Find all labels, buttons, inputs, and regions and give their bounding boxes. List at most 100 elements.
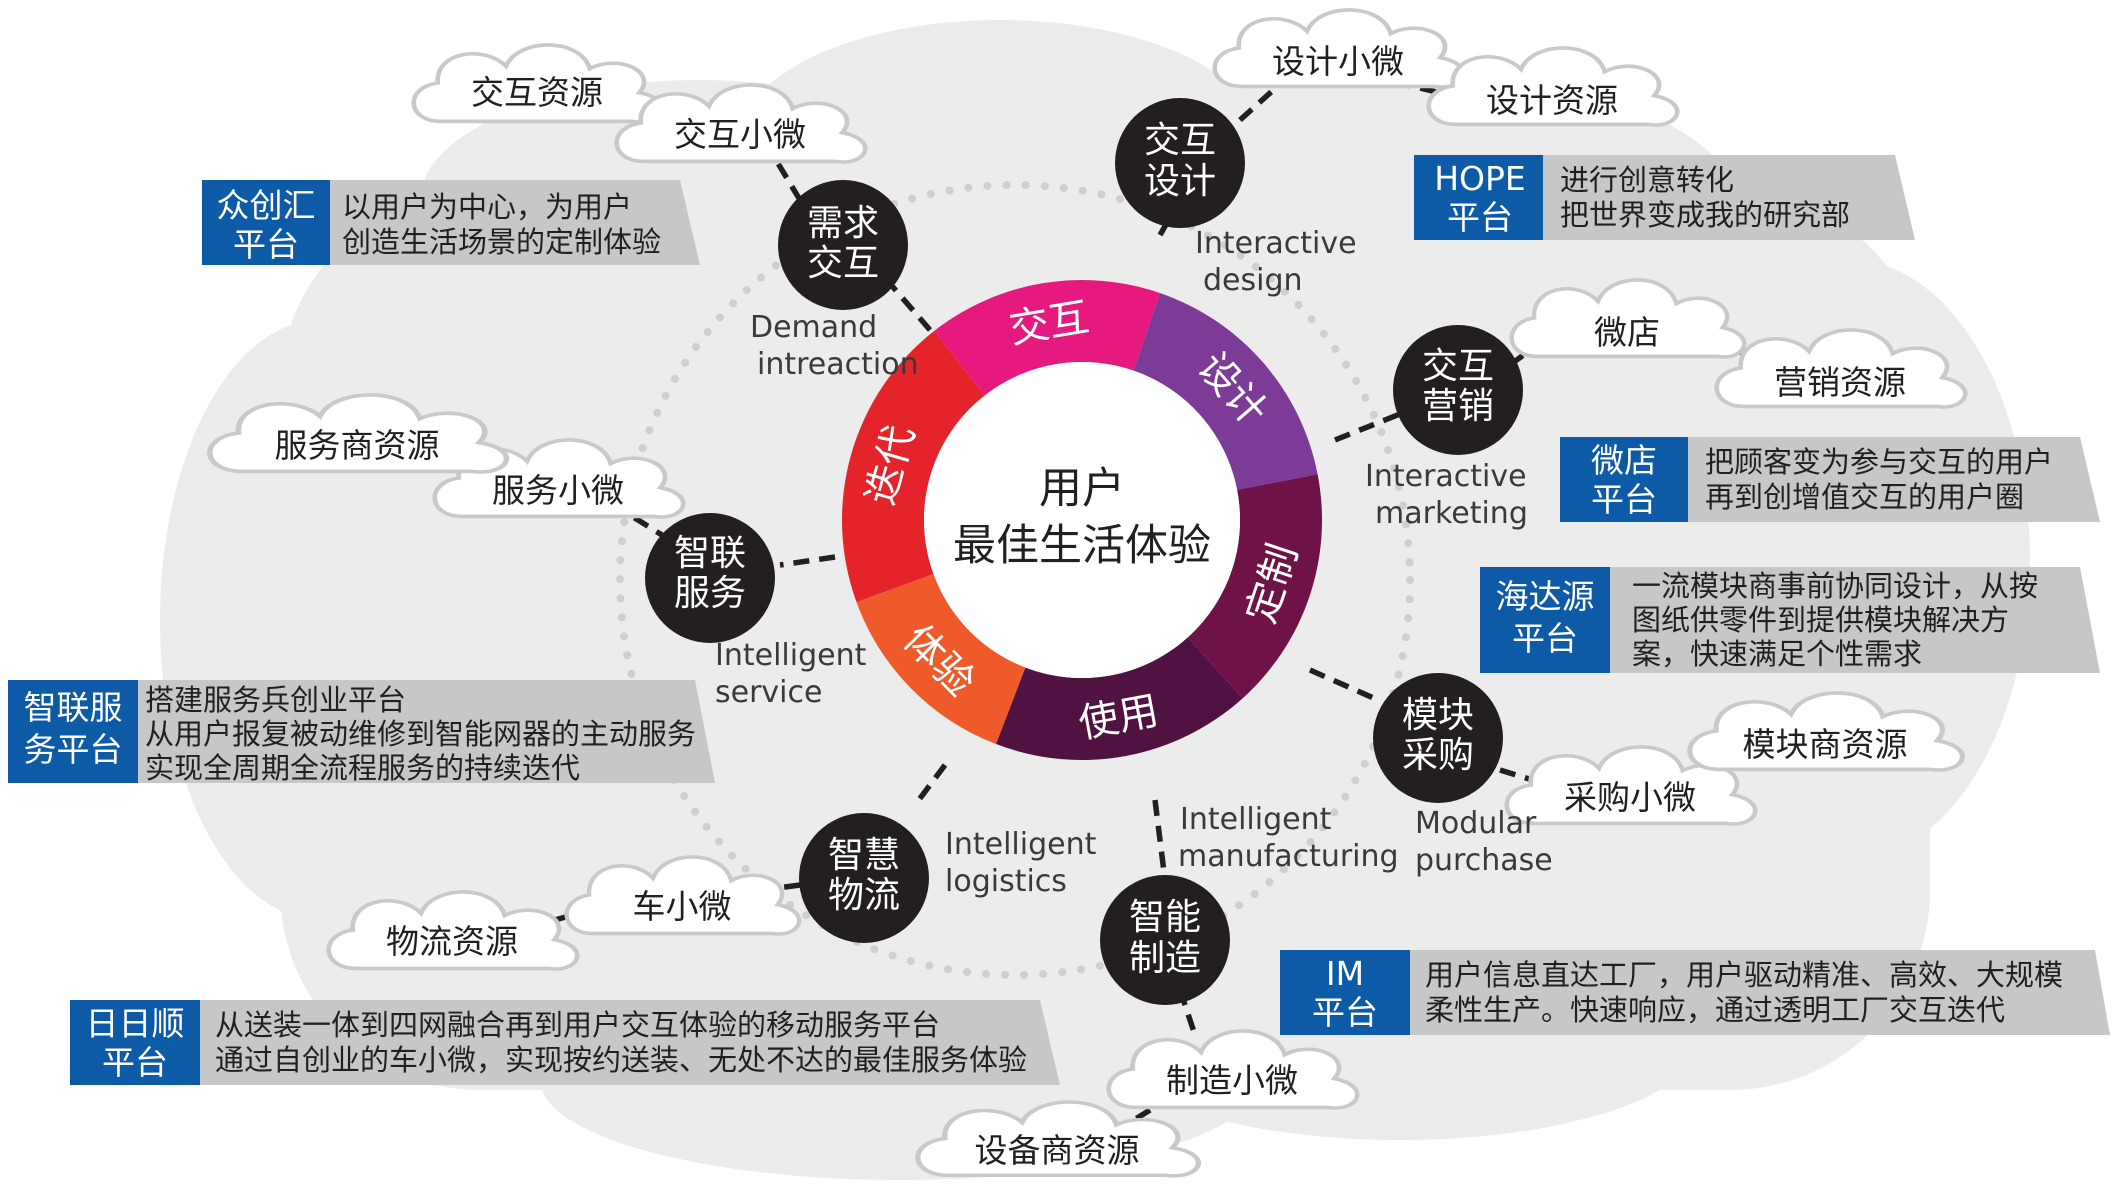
svg-text:设计小微: 设计小微 [1272, 42, 1404, 81]
svg-text:平台: 平台 [1512, 619, 1578, 658]
svg-text:智联服: 智联服 [24, 688, 123, 727]
center-title-line1: 用户 [1039, 464, 1125, 514]
svg-text:模块: 模块 [1402, 695, 1474, 736]
center-disc [924, 362, 1240, 678]
svg-text:务平台: 务平台 [24, 730, 123, 769]
svg-text:案，快速满足个性需求: 案，快速满足个性需求 [1632, 637, 1922, 671]
svg-text:物流资源: 物流资源 [386, 922, 518, 961]
platform-im: IM 平台 用户信息直达工厂，用户驱动精准、高效、大规模 柔性生产。快速响应，通… [1280, 950, 2110, 1035]
svg-text:采购: 采购 [1402, 735, 1474, 776]
svg-text:海达源: 海达源 [1496, 577, 1595, 616]
svg-text:日日顺: 日日顺 [86, 1004, 185, 1043]
svg-text:设备商资源: 设备商资源 [975, 1131, 1140, 1170]
svg-text:交互: 交互 [1144, 120, 1216, 161]
svg-text:服务: 服务 [674, 573, 746, 614]
svg-text:服务小微: 服务小微 [492, 471, 624, 510]
svg-text:Demand: Demand [750, 310, 877, 345]
svg-text:服务商资源: 服务商资源 [275, 426, 440, 465]
cloud-wuliu-ziyuan: 物流资源 [329, 892, 578, 969]
svg-text:Intelligent: Intelligent [1180, 802, 1332, 837]
svg-text:purchase: purchase [1415, 843, 1553, 878]
english-labels: Demand intreaction Interactive design In… [715, 226, 1553, 899]
svg-text:manufacturing: manufacturing [1178, 839, 1399, 874]
ring-segment [1133, 293, 1318, 490]
platform-zhilian: 智联服 务平台 搭建服务兵创业平台 从用户报复被动维修到智能网器的主动服务 实现… [8, 680, 715, 785]
svg-text:IM: IM [1326, 954, 1364, 993]
svg-text:智能: 智能 [1129, 897, 1201, 938]
node-intelligent-service: 智联 服务 [645, 513, 775, 643]
node-interactive-design: 交互 设计 [1115, 98, 1245, 228]
svg-text:设计资源: 设计资源 [1486, 81, 1618, 120]
svg-text:营销: 营销 [1422, 386, 1494, 427]
svg-text:service: service [715, 675, 822, 710]
svg-text:通过自创业的车小微，实现按约送装、无处不达的最佳服务体验: 通过自创业的车小微，实现按约送装、无处不达的最佳服务体验 [215, 1043, 1027, 1077]
svg-text:Interactive: Interactive [1195, 226, 1357, 261]
svg-text:logistics: logistics [945, 864, 1067, 899]
ring-segment [995, 637, 1243, 760]
svg-text:微店: 微店 [1594, 313, 1660, 352]
svg-text:从用户报复被动维修到智能网器的主动服务: 从用户报复被动维修到智能网器的主动服务 [145, 717, 696, 751]
cloud-weidian: 微店 [1512, 280, 1744, 357]
svg-text:微店: 微店 [1591, 441, 1657, 480]
svg-text:制造小微: 制造小微 [1166, 1061, 1298, 1100]
ring-segment [934, 279, 1161, 396]
cloud-fuwushang-ziyuan: 服务商资源 [210, 395, 507, 472]
svg-text:intreaction: intreaction [757, 347, 919, 382]
svg-text:平台: 平台 [233, 225, 299, 264]
svg-text:marketing: marketing [1375, 496, 1528, 531]
cloud-mokuaishang-ziyuan: 模块商资源 [1690, 693, 1963, 770]
svg-text:营销资源: 营销资源 [1774, 363, 1906, 402]
svg-text:Modular: Modular [1415, 806, 1537, 841]
cloud-sheji-xiaowei: 设计小微 [1215, 10, 1464, 87]
svg-text:一流模块商事前协同设计，从按: 一流模块商事前协同设计，从按 [1632, 569, 2038, 603]
svg-text:搭建服务兵创业平台: 搭建服务兵创业平台 [145, 683, 406, 717]
ring-segment [842, 330, 985, 603]
ring-segment [856, 574, 1026, 745]
svg-text:把世界变成我的研究部: 把世界变成我的研究部 [1560, 198, 1850, 232]
svg-text:HOPE: HOPE [1434, 159, 1526, 198]
svg-text:从送装一体到四网融合再到用户交互体验的移动服务平台: 从送装一体到四网融合再到用户交互体验的移动服务平台 [215, 1008, 940, 1042]
cloud-zhizao-xiaowei: 制造小微 [1109, 1031, 1358, 1108]
svg-text:创造生活场景的定制体验: 创造生活场景的定制体验 [342, 225, 661, 259]
svg-text:交互小微: 交互小微 [674, 115, 806, 154]
svg-text:平台: 平台 [1447, 198, 1513, 237]
center-title-line2: 最佳生活体验 [953, 521, 1211, 571]
svg-text:design: design [1203, 263, 1303, 298]
svg-text:实现全周期全流程服务的持续迭代: 实现全周期全流程服务的持续迭代 [145, 751, 580, 785]
node-intelligent-logistics: 智慧 物流 [799, 813, 929, 943]
svg-text:平台: 平台 [1312, 993, 1378, 1032]
svg-text:设计: 设计 [1144, 161, 1216, 202]
svg-text:再到创增值交互的用户圈: 再到创增值交互的用户圈 [1705, 480, 2024, 514]
svg-text:交互: 交互 [1422, 346, 1494, 387]
svg-text:交互资源: 交互资源 [471, 73, 603, 112]
cloud-fuwu-xiaowei: 服务小微 [435, 440, 684, 517]
svg-text:需求: 需求 [807, 203, 879, 244]
svg-text:平台: 平台 [102, 1043, 168, 1082]
cloud-shebeishang-ziyuan: 设备商资源 [918, 1102, 1199, 1176]
cloud-che-xiaowei: 车小微 [567, 857, 799, 934]
svg-text:众创汇: 众创汇 [217, 186, 316, 225]
platform-zhongchuanghui: 众创汇 平台 以用户为中心，为用户 创造生活场景的定制体验 [202, 180, 700, 265]
svg-text:物流: 物流 [828, 875, 900, 916]
svg-text:柔性生产。快速响应，通过透明工厂交互迭代: 柔性生产。快速响应，通过透明工厂交互迭代 [1425, 993, 2005, 1027]
node-intelligent-manufacturing: 智能 制造 [1100, 875, 1230, 1005]
svg-text:Interactive: Interactive [1365, 459, 1527, 494]
ring-segment [1187, 474, 1323, 699]
svg-text:把顾客变为参与交互的用户: 把顾客变为参与交互的用户 [1705, 445, 2053, 479]
svg-text:图纸供零件到提供模块解决方: 图纸供零件到提供模块解决方 [1632, 603, 2009, 637]
cloud-sheji-ziyuan: 设计资源 [1429, 48, 1678, 125]
svg-text:Intelligent: Intelligent [945, 827, 1097, 862]
svg-text:车小微: 车小微 [633, 887, 732, 926]
platform-ririshun: 日日顺 平台 从送装一体到四网融合再到用户交互体验的移动服务平台 通过自创业的车… [70, 1000, 1060, 1085]
svg-text:智联: 智联 [674, 533, 746, 574]
node-interactive-marketing: 交互 营销 [1393, 325, 1523, 455]
node-demand-interaction: 需求 交互 [778, 180, 908, 310]
svg-text:以用户为中心，为用户: 以用户为中心，为用户 [342, 190, 632, 224]
platform-haidayuan: 海达源 平台 一流模块商事前协同设计，从按 图纸供零件到提供模块解决方 案，快速… [1480, 567, 2100, 673]
svg-text:Intelligent: Intelligent [715, 638, 867, 673]
svg-text:智慧: 智慧 [828, 835, 900, 876]
svg-text:进行创意转化: 进行创意转化 [1560, 163, 1734, 197]
svg-text:交互: 交互 [807, 243, 879, 284]
